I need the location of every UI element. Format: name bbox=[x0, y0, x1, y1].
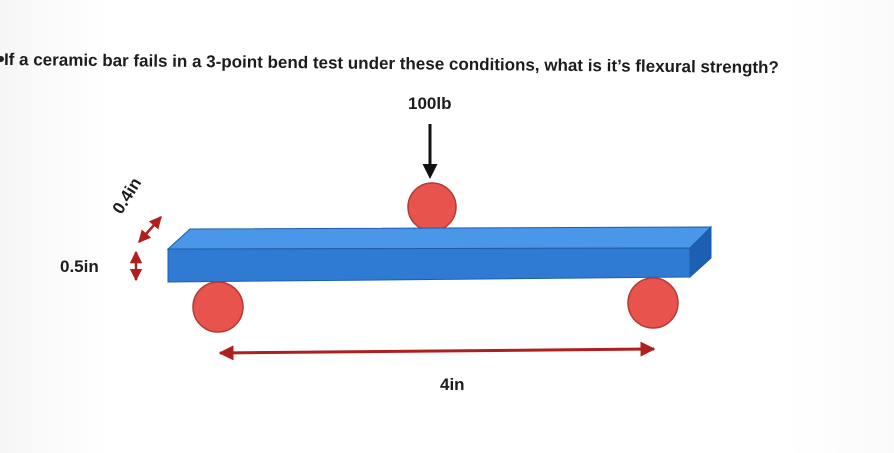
bar-end-face bbox=[689, 225, 712, 279]
width-dimension-arrow bbox=[138, 216, 162, 243]
left-support-roller bbox=[192, 281, 244, 333]
span-dimension-arrow bbox=[218, 341, 656, 361]
load-label: 100lb bbox=[408, 94, 452, 113]
bar-top-face bbox=[166, 226, 713, 250]
top-roller bbox=[407, 182, 457, 232]
bar-front-face bbox=[167, 247, 691, 283]
height-label: 0.5in bbox=[60, 257, 99, 276]
bullet-icon bbox=[0, 56, 4, 62]
right-support-roller bbox=[627, 277, 679, 329]
span-label: 4in bbox=[440, 375, 465, 394]
